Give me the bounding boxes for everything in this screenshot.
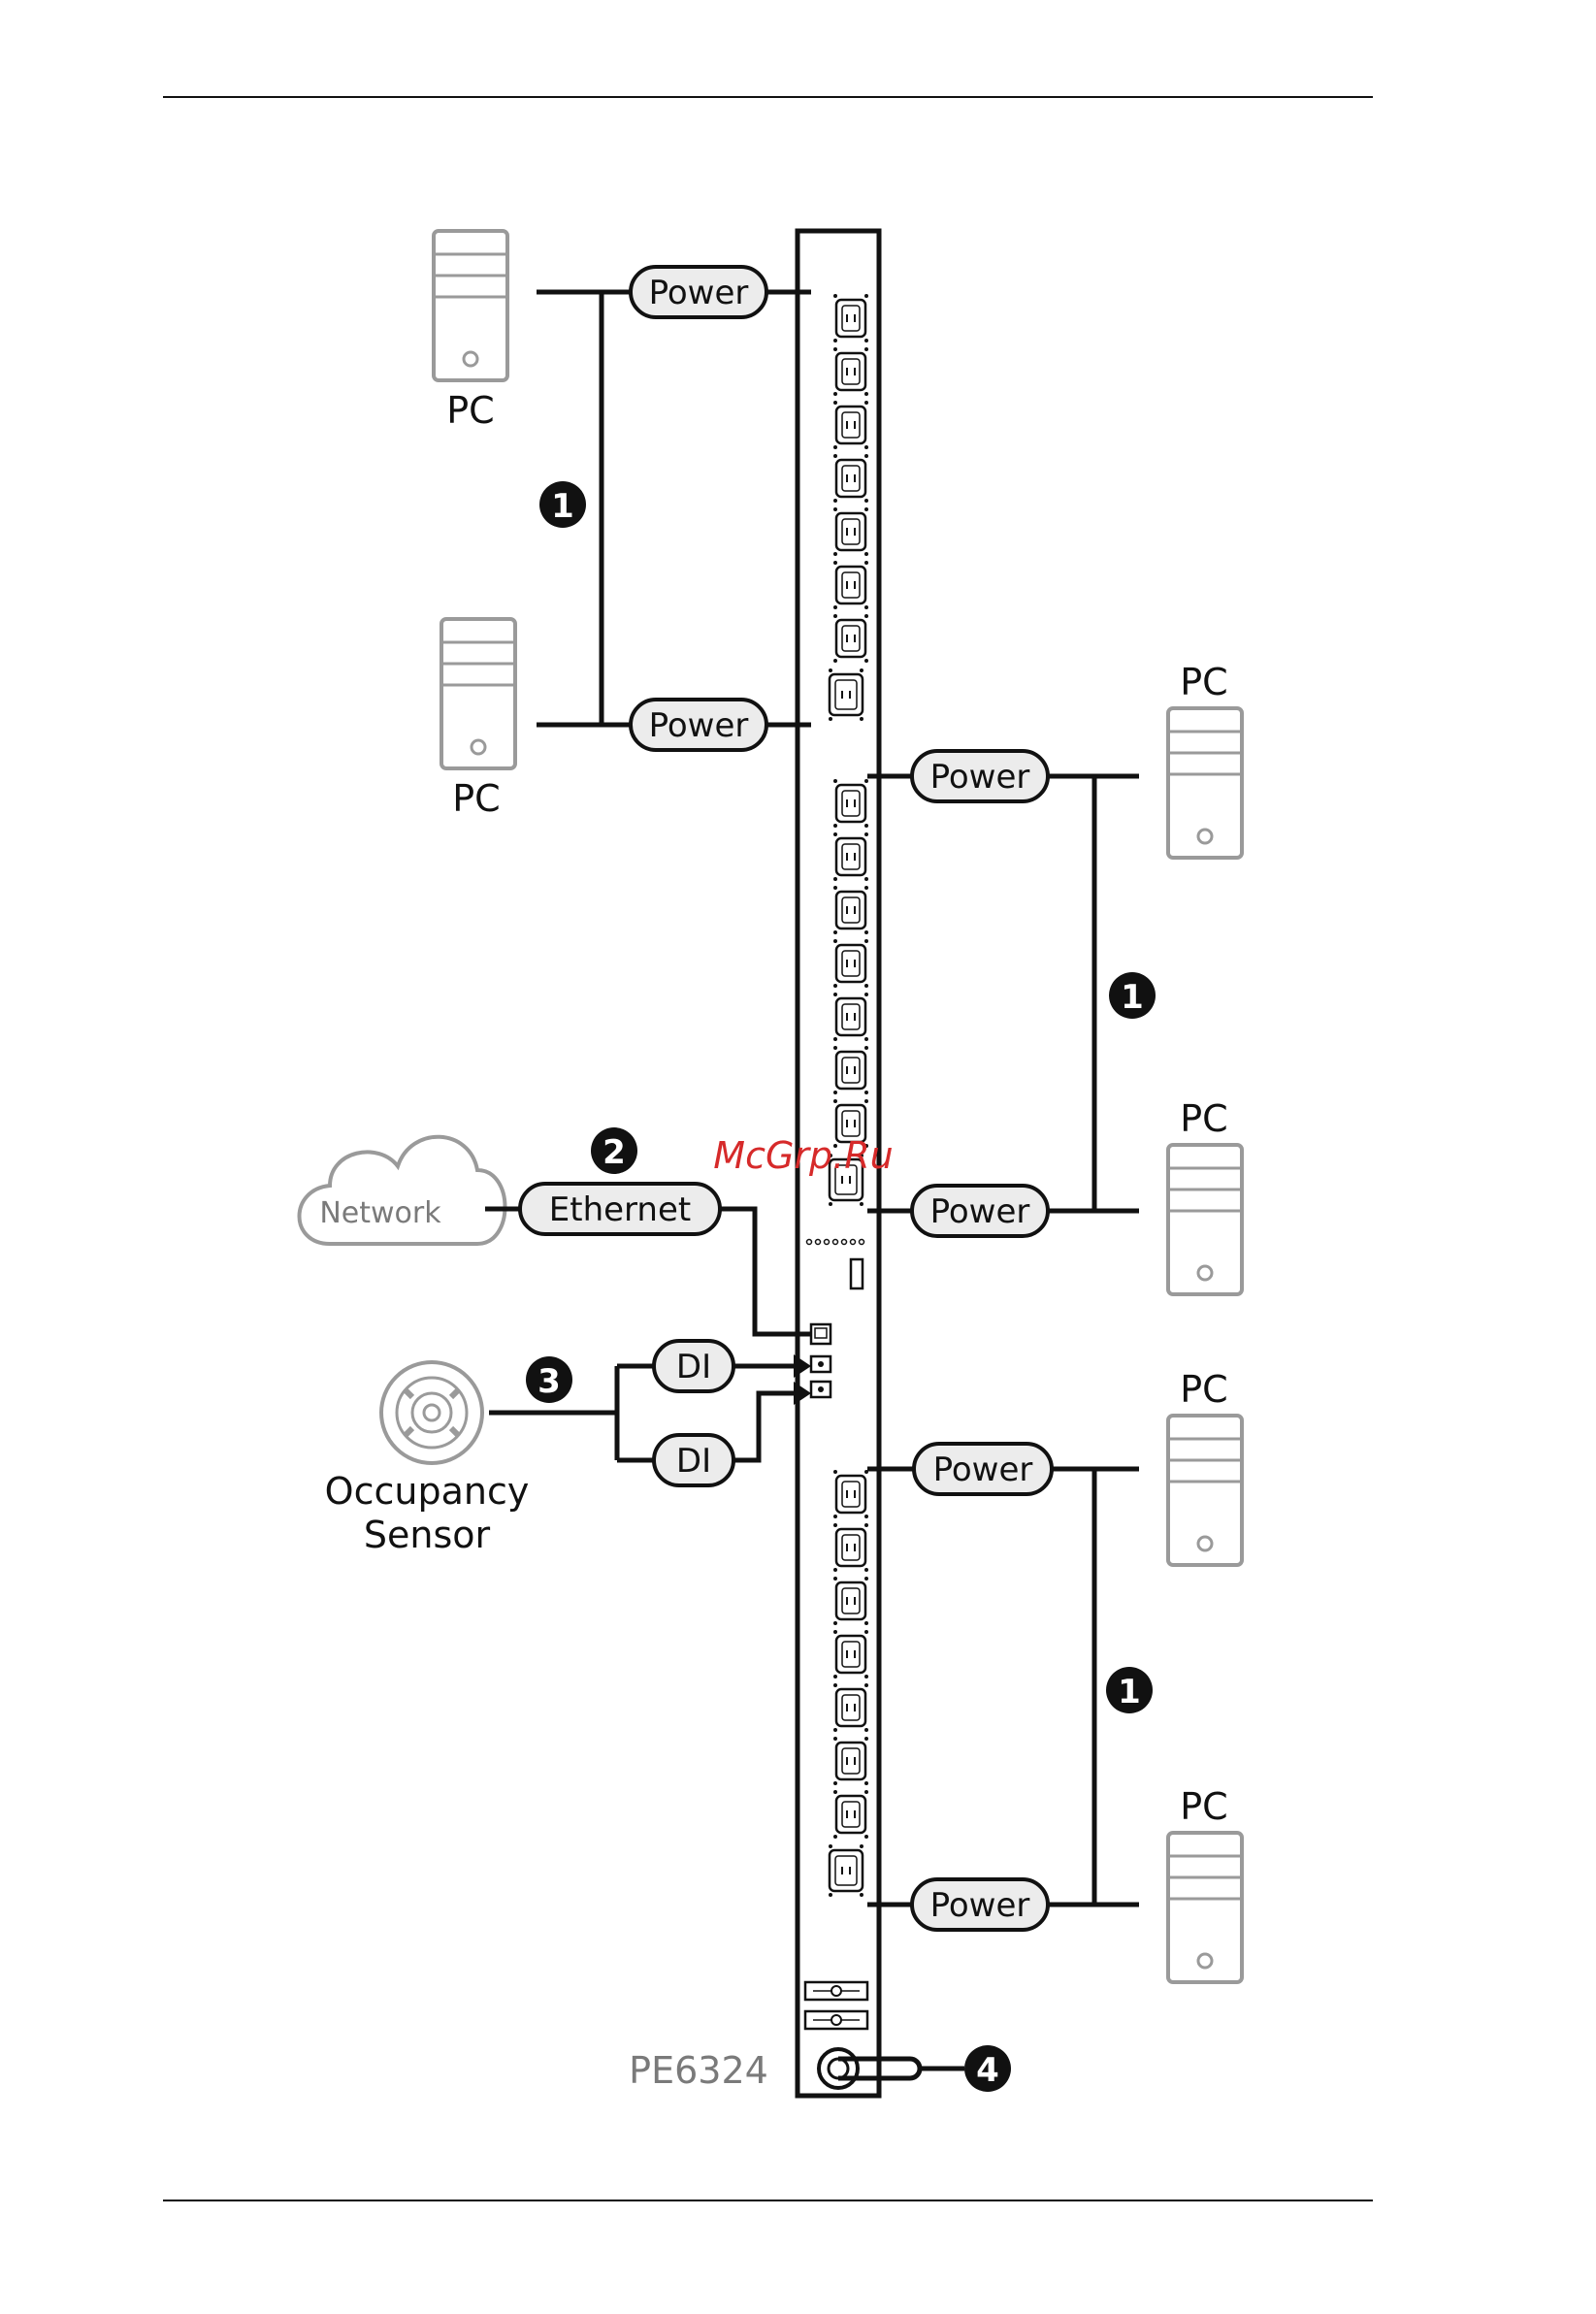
c19-outlet [829, 1844, 863, 1897]
display-slot [851, 1259, 863, 1288]
ethernet-label-pill: Ethernet [520, 1184, 720, 1234]
c19-outlet [829, 668, 863, 721]
watermark-text: McGrp.Ru [713, 1134, 893, 1177]
svg-text:DI: DI [676, 1348, 711, 1386]
c13-outlet [833, 1523, 868, 1572]
breaker-2 [805, 2011, 867, 2029]
c13-outlet [833, 1630, 868, 1678]
c13-outlet [833, 779, 868, 828]
svg-text:Power: Power [649, 706, 749, 745]
pc-label: PC [1180, 1785, 1227, 1828]
power-label-pill: Power [912, 1879, 1048, 1930]
svg-text:DI: DI [676, 1442, 711, 1481]
ethernet-port [811, 1324, 831, 1344]
svg-text:Power: Power [930, 1886, 1030, 1925]
c13-outlet [833, 939, 868, 988]
svg-text:4: 4 [976, 2051, 999, 2090]
badge-outlet-power: 1 [1109, 972, 1156, 1019]
svg-text:Power: Power [930, 1192, 1030, 1231]
svg-text:Power: Power [649, 274, 749, 312]
badge-network-link: 2 [591, 1127, 637, 1174]
pc-top-left-1 [434, 231, 507, 380]
occupancy-sensor-icon [381, 1362, 482, 1463]
di-label-pill: DI [654, 1435, 733, 1485]
badge-sensor-link: 3 [526, 1356, 572, 1403]
network-label: Network [319, 1196, 441, 1230]
badge-outlet-power: 1 [1106, 1667, 1153, 1713]
pc-top-left-2 [441, 619, 515, 768]
c13-outlet [833, 347, 868, 396]
badge-outlet-power: 1 [539, 481, 586, 528]
svg-text:3: 3 [537, 1362, 561, 1401]
svg-text:Power: Power [933, 1450, 1033, 1489]
c13-outlet [833, 507, 868, 556]
pc-label: PC [1180, 661, 1227, 703]
power-label-pill: Power [912, 751, 1048, 801]
c13-outlet [833, 1737, 868, 1785]
svg-text:Ethernet: Ethernet [549, 1190, 691, 1229]
svg-text:2: 2 [603, 1133, 626, 1172]
sensor-label-line1: Occupancy [325, 1470, 530, 1513]
c13-outlet [833, 1470, 868, 1518]
c13-outlet [833, 1046, 868, 1094]
svg-text:1: 1 [1118, 1673, 1141, 1711]
c13-outlet [833, 832, 868, 881]
di-label-pill: DI [654, 1341, 733, 1391]
badge-power-inlet: 4 [964, 2045, 1011, 2092]
power-label-pill: Power [631, 700, 766, 750]
sensor-label-line2: Sensor [364, 1514, 491, 1556]
pc-right-3 [1168, 1416, 1242, 1565]
svg-text:1: 1 [1121, 978, 1144, 1017]
c13-outlet [833, 614, 868, 663]
c13-outlet [833, 1577, 868, 1625]
pc-right-4 [1168, 1833, 1242, 1982]
c13-outlet [833, 1790, 868, 1839]
breaker-1 [805, 1982, 867, 2000]
c13-outlet [833, 886, 868, 934]
c13-outlet [833, 401, 868, 449]
power-label-pill: Power [912, 1186, 1048, 1236]
c13-outlet [833, 1683, 868, 1732]
c13-outlet [833, 561, 868, 609]
pc-label: PC [1180, 1097, 1227, 1140]
c13-outlet [833, 294, 868, 342]
pc-label: PC [1180, 1368, 1227, 1411]
svg-text:1: 1 [551, 487, 574, 526]
pc-label: PC [446, 389, 494, 432]
pc-right-1 [1168, 708, 1242, 858]
power-inlet [819, 2049, 858, 2088]
pdu-model-label: PE6324 [629, 2049, 768, 2092]
c13-outlet [833, 454, 868, 503]
svg-text:Power: Power [930, 758, 1030, 797]
pc-right-2 [1168, 1145, 1242, 1294]
c13-outlet [833, 993, 868, 1041]
power-label-pill: Power [914, 1444, 1052, 1494]
power-label-pill: Power [631, 267, 766, 317]
pc-label: PC [452, 777, 500, 820]
